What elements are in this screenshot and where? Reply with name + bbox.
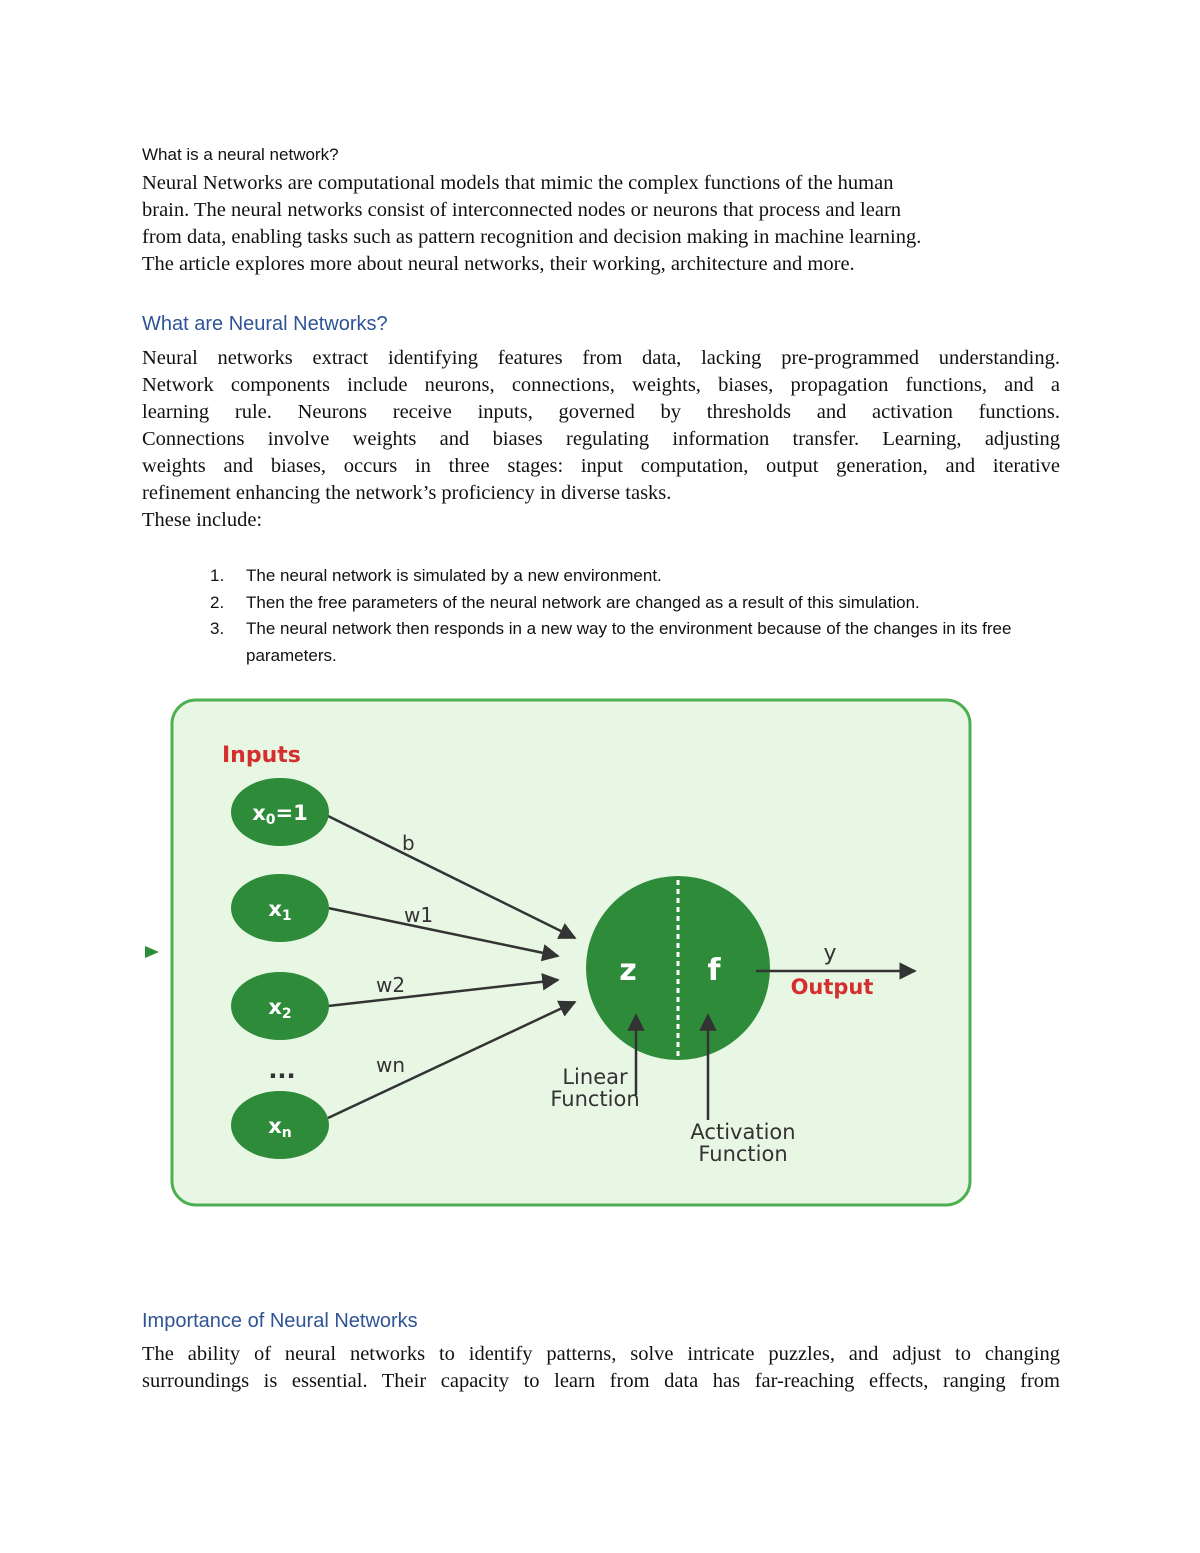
svg-text:x2: x2: [268, 995, 291, 1022]
input-node-x1: x1: [231, 874, 329, 942]
side-arrow-icon: [145, 946, 159, 958]
list-number: 3.: [210, 619, 225, 638]
section2-line: The ability of neural networks to identi…: [142, 1343, 1060, 1365]
intro-question: What is a neural network?: [142, 145, 339, 164]
linear-function-label-2: Function: [550, 1087, 639, 1111]
activation-function-label-1: Activation: [690, 1120, 795, 1144]
section2-line: surroundings is essential. Their capacit…: [142, 1370, 1060, 1392]
input-node-xn: xn: [231, 1091, 329, 1159]
edge-wn: [327, 1000, 577, 1120]
list-item: 2. Then the free parameters of the neura…: [210, 590, 1070, 617]
svg-text:xn: xn: [268, 1114, 292, 1141]
activation-function-label-2: Function: [698, 1142, 787, 1166]
inputs-title: Inputs: [222, 743, 301, 768]
neuron-node: [586, 876, 770, 1060]
diagram-panel: [170, 698, 972, 1207]
list-item: 1. The neural network is simulated by a …: [210, 563, 1070, 590]
svg-text:x1: x1: [268, 897, 291, 924]
intro-line: Neural Networks are computational models…: [142, 172, 894, 194]
ellipsis-label: ...: [268, 1056, 295, 1084]
edge-w2: [327, 973, 560, 1008]
neuron-diagram: Inputs b w1 w2 wn x0=1 x1 x2 ...: [150, 690, 980, 1215]
section1-line: refinement enhancing the network’s profi…: [142, 482, 672, 504]
stages-list: 1. The neural network is simulated by a …: [210, 563, 1070, 669]
neuron-z-label: z: [619, 953, 636, 988]
linear-function-label-1: Linear: [562, 1065, 628, 1089]
neuron-diagram-svg: Inputs b w1 w2 wn x0=1 x1 x2 ...: [170, 698, 972, 1207]
list-text: The neural network then responds in a ne…: [246, 619, 1012, 665]
list-item: 3. The neural network then responds in a…: [210, 616, 1070, 669]
neuron-f-label: f: [707, 953, 721, 988]
intro-line: brain. The neural networks consist of in…: [142, 199, 902, 221]
section1-line: weights and biases, occurs in three stag…: [142, 455, 1060, 477]
intro-line: from data, enabling tasks such as patter…: [142, 226, 922, 248]
edge-w1: [327, 906, 560, 962]
intro-line: The article explores more about neural n…: [142, 253, 855, 275]
section-heading-what-are: What are Neural Networks?: [142, 313, 388, 335]
intro-paragraph: Neural Networks are computational models…: [142, 170, 1060, 278]
weight-label-w2: w2: [376, 973, 405, 997]
section1-line: Neural networks extract identifying feat…: [142, 347, 1060, 369]
list-number: 2.: [210, 592, 225, 612]
section-heading-importance: Importance of Neural Networks: [142, 1310, 418, 1332]
section1-line: These include:: [142, 509, 263, 531]
output-label: Output: [791, 975, 874, 999]
weight-label-wn: wn: [376, 1053, 405, 1077]
edge-b: [327, 814, 577, 940]
weight-label-b: b: [402, 831, 415, 855]
weight-label-w1: w1: [404, 903, 433, 927]
section1-line: Connections involve weights and biases r…: [142, 428, 1060, 450]
list-text: Then the free parameters of the neural n…: [246, 592, 920, 612]
section1-line: Network components include neurons, conn…: [142, 374, 1060, 396]
section2-paragraph: The ability of neural networks to identi…: [142, 1341, 1060, 1395]
input-node-x2: x2: [231, 972, 329, 1040]
svg-text:x0=1: x0=1: [252, 801, 308, 828]
list-text: The neural network is simulated by a new…: [246, 566, 662, 585]
output-symbol: y: [823, 941, 836, 966]
section1-paragraph: Neural networks extract identifying feat…: [142, 345, 1060, 534]
section1-line: learning rule. Neurons receive inputs, g…: [142, 401, 1060, 423]
input-node-x0: x0=1: [231, 778, 329, 846]
list-number: 1.: [210, 566, 225, 585]
